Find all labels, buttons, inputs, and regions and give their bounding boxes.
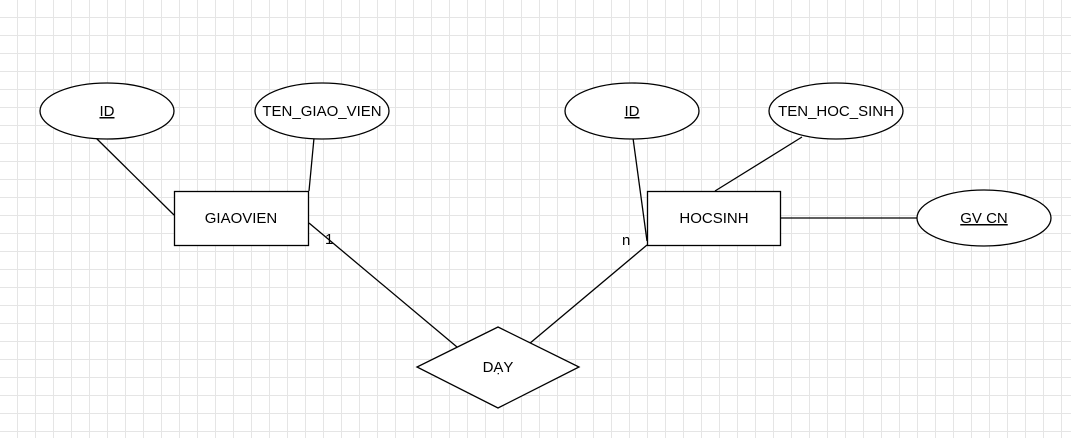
entity-giaovien[interactable]: GIAOVIEN bbox=[173, 190, 310, 247]
attribute-gv-id-label: ID bbox=[100, 103, 115, 120]
entity-hocsinh[interactable]: HOCSINH bbox=[646, 190, 782, 247]
edge-hocsinh-name bbox=[714, 136, 803, 192]
edge-giaovien-name bbox=[308, 137, 315, 192]
edge-giaovien-id bbox=[95, 137, 175, 216]
attribute-hs-name[interactable]: TEN_HOC_SINH bbox=[768, 82, 904, 140]
cardinality-many-label: n bbox=[622, 232, 630, 249]
relationship-day[interactable]: DẠY bbox=[415, 326, 581, 409]
attribute-hs-id[interactable]: ID bbox=[564, 82, 700, 140]
attribute-gv-name-label: TEN_GIAO_VIEN bbox=[262, 103, 381, 120]
attribute-gv-id[interactable]: ID bbox=[39, 82, 175, 140]
entity-hocsinh-label: HOCSINH bbox=[679, 210, 748, 227]
cardinality-one-label: 1 bbox=[325, 231, 333, 248]
attribute-hs-id-label: ID bbox=[625, 103, 640, 120]
relationship-day-label: DẠY bbox=[483, 359, 514, 376]
edge-giaovien-day bbox=[308, 222, 458, 348]
attribute-hs-gvcn-label: GV CN bbox=[960, 210, 1008, 227]
attribute-hs-name-label: TEN_HOC_SINH bbox=[778, 103, 894, 120]
edge-day-hocsinh bbox=[528, 244, 648, 345]
attribute-gv-name[interactable]: TEN_GIAO_VIEN bbox=[254, 82, 390, 140]
edge-hocsinh-id bbox=[632, 137, 648, 242]
attribute-hs-gvcn[interactable]: GV CN bbox=[916, 189, 1052, 247]
entity-giaovien-label: GIAOVIEN bbox=[205, 210, 278, 227]
